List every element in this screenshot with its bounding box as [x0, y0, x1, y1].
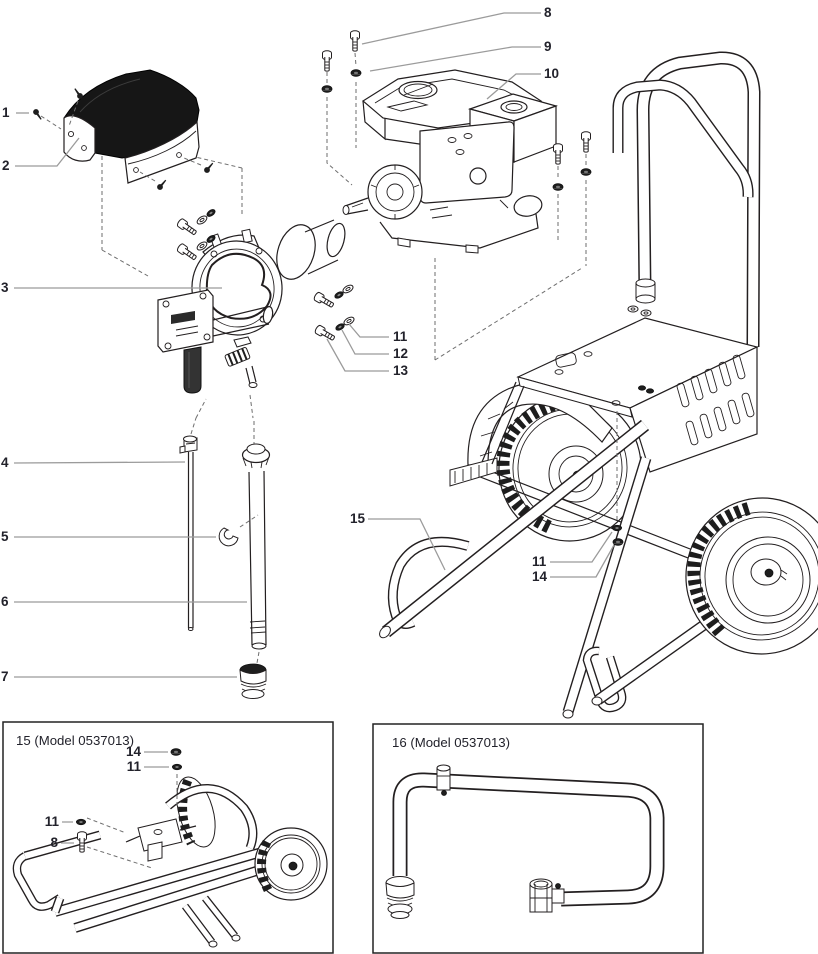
- screw-icon: [31, 107, 44, 122]
- callout-1-label: 1: [2, 105, 10, 120]
- nut-icon: [350, 69, 362, 77]
- bolt-icon: [313, 324, 337, 343]
- inset1-callout-14-label: 14: [126, 744, 142, 759]
- callout-7-label: 7: [1, 669, 9, 684]
- inset1-callout-11b-label: 11: [45, 814, 60, 829]
- nut-icon: [321, 85, 333, 93]
- pump-assembly: [157, 207, 356, 394]
- cart-frame: [379, 51, 818, 719]
- callout-15-label: 15: [350, 511, 366, 526]
- callout-2-label: 2: [2, 158, 10, 173]
- belt-guard: [31, 69, 216, 192]
- washer-icon: [171, 763, 183, 771]
- nut-icon: [552, 183, 564, 191]
- siphon-tube-set: [179, 394, 271, 699]
- callout-13-label: 13: [393, 363, 409, 378]
- leader-lines: [13, 12, 615, 678]
- bolt-icon: [553, 143, 563, 165]
- callout-14-label: 14: [532, 569, 548, 584]
- callout-5-label: 5: [1, 529, 9, 544]
- inset-right-caption: 16 (Model 0537013): [392, 735, 510, 750]
- bolt-icon: [581, 131, 591, 153]
- callout-8-label: 8: [544, 5, 552, 20]
- washer-icon: [205, 207, 217, 219]
- engine: [321, 30, 592, 254]
- bolt-icon: [350, 30, 360, 52]
- vent-slots: [676, 354, 755, 446]
- washer-icon: [195, 213, 209, 227]
- bolt-icon: [322, 50, 332, 72]
- screw-icon: [202, 161, 216, 175]
- construction-lines: [101, 52, 587, 361]
- bolt-icon: [175, 242, 199, 263]
- callout-3-label: 3: [1, 280, 9, 295]
- bolt-icon: [175, 217, 199, 238]
- washer-icon: [75, 818, 87, 826]
- screw-icon: [155, 178, 169, 192]
- bolt-icon: [312, 291, 336, 310]
- callout-labels: 1 2 3 4 5 6 7 8 9 10 11 12 13 15 11 14: [1, 5, 559, 684]
- nut-icon: [580, 168, 592, 176]
- cart-tube: [379, 419, 650, 639]
- inset-siphon-0537013: 16 (Model 0537013): [372, 723, 704, 954]
- siphon-assembly: [385, 764, 665, 919]
- inset-cart-0537013: 15 (Model 0537013): [2, 721, 334, 954]
- callout-6-label: 6: [1, 594, 9, 609]
- washer-icon: [611, 524, 623, 532]
- inset1-callout-11-label: 11: [127, 759, 142, 774]
- callout-4-label: 4: [1, 455, 9, 470]
- callout-10-label: 10: [544, 66, 559, 81]
- locknut-icon: [170, 748, 182, 756]
- inset-left-caption: 15 (Model 0537013): [16, 733, 134, 748]
- callout-12-label: 12: [393, 346, 408, 361]
- callout-11b-label: 11: [532, 554, 547, 569]
- callout-9-label: 9: [544, 39, 552, 54]
- washer-icon: [341, 283, 355, 295]
- locknut-icon: [612, 538, 624, 546]
- callout-11-label: 11: [393, 329, 408, 344]
- inset1-callout-8-label: 8: [50, 835, 58, 850]
- right-wheel: [685, 497, 818, 655]
